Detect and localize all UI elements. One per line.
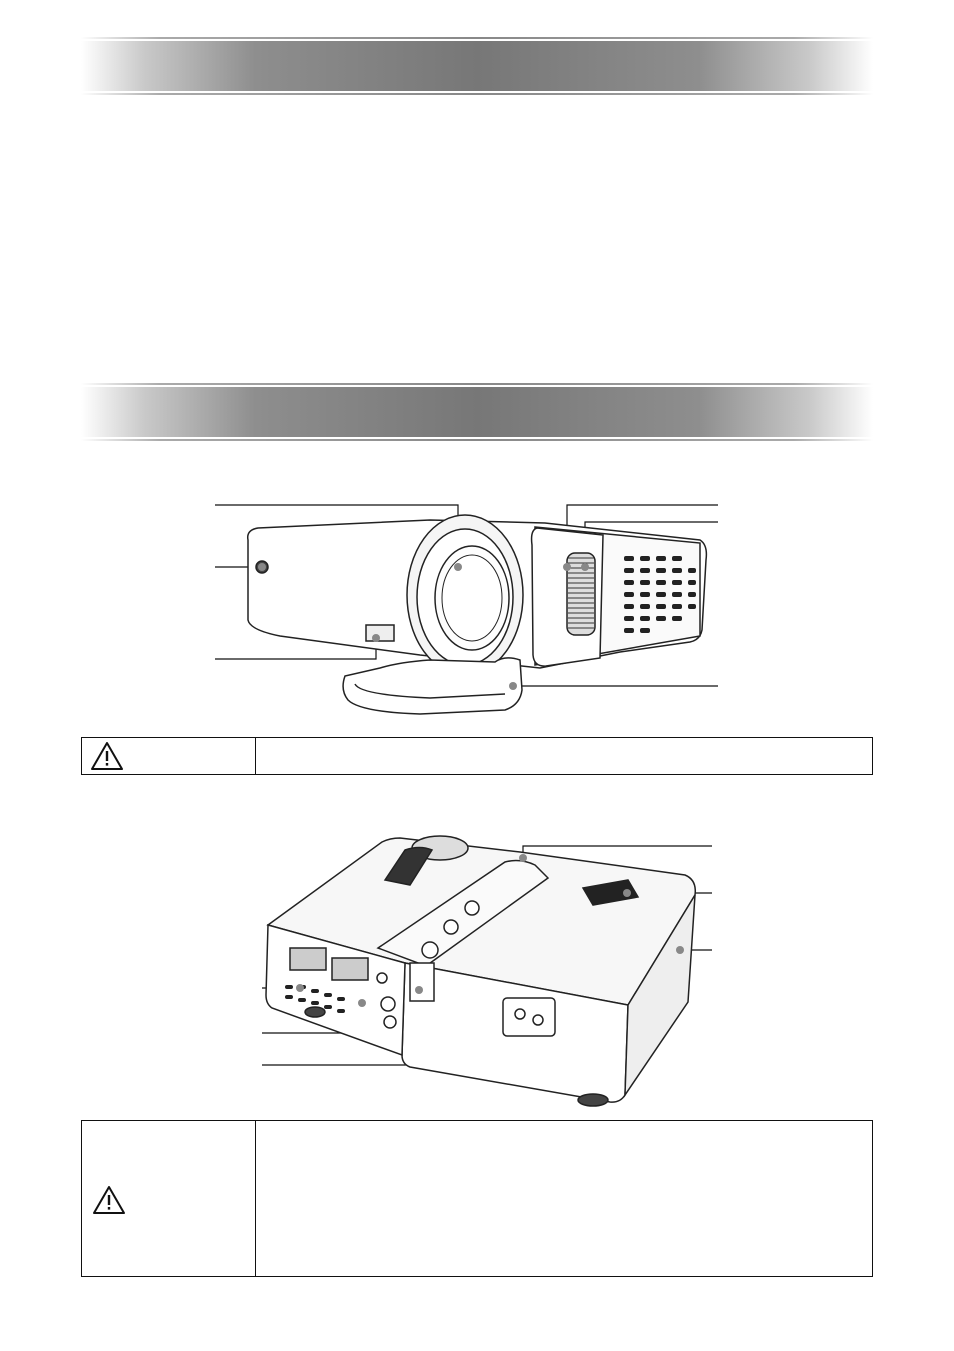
warning-triangle-icon — [93, 1186, 125, 1214]
caution-box-front — [81, 737, 873, 775]
callout-line-connector — [262, 1003, 363, 1034]
callout-line-focus-ring — [566, 504, 718, 567]
callout-line-indicator — [262, 990, 420, 1066]
projector-rear-body — [265, 835, 697, 1107]
section-banner-middle — [81, 383, 873, 441]
caution-label-cell — [82, 1121, 256, 1276]
callout-line-lens — [215, 504, 459, 565]
callout-line-foot-release — [215, 638, 377, 660]
caution-box-rear — [81, 1120, 873, 1277]
caution-label-cell — [82, 738, 256, 774]
warning-triangle-icon — [91, 742, 123, 770]
projector-front-body — [246, 514, 708, 715]
callout-line-zoom-ring — [584, 521, 718, 567]
section-banner-top — [81, 37, 873, 95]
callout-line-control-panel — [522, 845, 712, 858]
